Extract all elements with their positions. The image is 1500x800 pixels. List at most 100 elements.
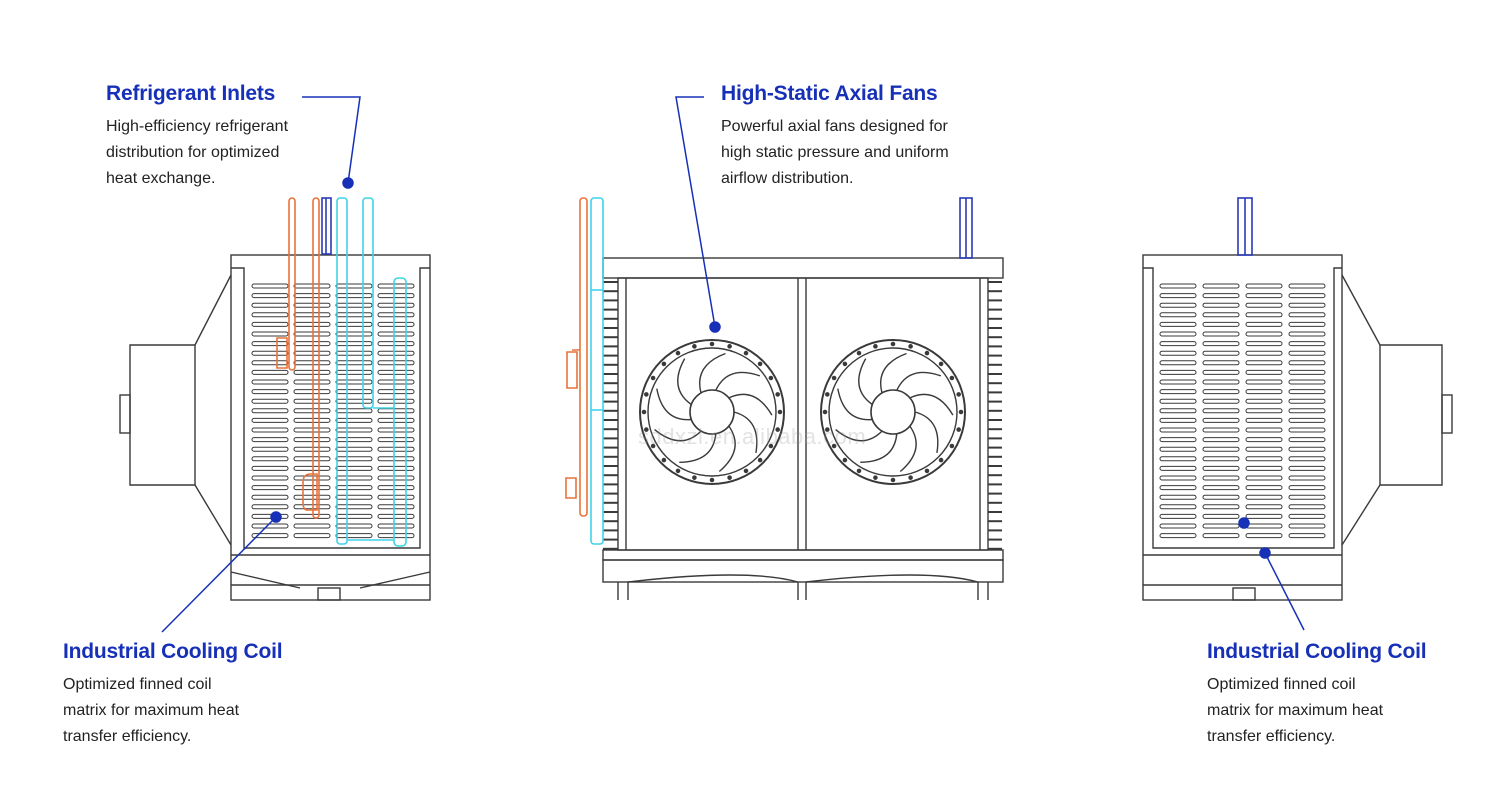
fin-slot	[335, 494, 373, 500]
fan-bolt	[775, 427, 780, 432]
fin-slot	[1159, 437, 1197, 443]
fan-bolt	[675, 468, 681, 474]
right-refrigerant-inlet	[1237, 197, 1253, 256]
fin-slot	[1245, 504, 1283, 510]
fin-slot	[251, 465, 289, 471]
fan-bolt	[956, 427, 961, 432]
fin-slot	[1288, 456, 1326, 462]
fin-slot	[251, 321, 289, 327]
fin-slot	[335, 293, 373, 299]
fin-slot	[1245, 293, 1283, 299]
fin-slot	[335, 389, 373, 395]
right-unit-side-view	[1142, 254, 1453, 601]
fin-slot	[1245, 465, 1283, 471]
fin-slot	[293, 504, 331, 510]
fin-slot	[1202, 437, 1240, 443]
fan-ring-outer	[639, 339, 785, 485]
fin-slot	[1245, 321, 1283, 327]
fin-slot	[1288, 350, 1326, 356]
fin-slot	[377, 494, 415, 500]
fin-slot	[1202, 341, 1240, 347]
fan-blade	[733, 411, 758, 454]
fin-slot	[1202, 408, 1240, 414]
fin-slot	[377, 485, 415, 491]
fin-slot	[293, 475, 331, 481]
fin-slot	[293, 437, 331, 443]
fin-slot	[251, 427, 289, 433]
fin-slot	[293, 293, 331, 299]
fin-slot	[251, 446, 289, 452]
fin-slot	[377, 427, 415, 433]
fan-bolt	[856, 350, 862, 356]
fan-bolt	[842, 457, 848, 463]
fin-slot	[1288, 494, 1326, 500]
fin-slot	[1288, 465, 1326, 471]
fin-slot	[1288, 398, 1326, 404]
fin-slot	[293, 533, 331, 539]
fin-slot	[335, 379, 373, 385]
fin-slot	[251, 437, 289, 443]
fin-slot	[1288, 475, 1326, 481]
fan-bolt	[842, 361, 848, 367]
fin-slot	[1245, 494, 1283, 500]
fan-ring-inner	[647, 347, 777, 477]
fan-blade	[677, 358, 692, 406]
fan-bolt	[938, 361, 944, 367]
fin-slot	[377, 446, 415, 452]
fan-bolt	[777, 409, 783, 415]
fan-bolt	[775, 392, 780, 397]
fin-slot	[1202, 321, 1240, 327]
fin-slot	[293, 331, 331, 337]
fin-slot	[1288, 341, 1326, 347]
fin-slot	[335, 312, 373, 318]
fin-slot	[1288, 293, 1326, 299]
fan-bolt	[709, 477, 715, 483]
fin-slot	[1202, 398, 1240, 404]
fin-slot	[251, 360, 289, 366]
fan-bolt	[938, 457, 944, 463]
fin-slot	[293, 523, 331, 529]
fin-slot	[1288, 360, 1326, 366]
fan-bolt	[831, 443, 837, 449]
fin-slot	[251, 475, 289, 481]
fin-slot	[335, 513, 373, 519]
fan-bolt	[825, 392, 830, 397]
fan-blade	[837, 388, 873, 421]
callout-cooling-coil-right: Industrial Cooling Coil Optimized finned…	[1207, 640, 1467, 750]
fan-bolt	[757, 361, 763, 367]
fin-slot	[251, 485, 289, 491]
fin-slot	[1288, 437, 1326, 443]
fin-slot	[251, 398, 289, 404]
fin-slot	[335, 446, 373, 452]
axial-fan	[820, 339, 966, 485]
fin-slot	[1202, 485, 1240, 491]
fan-ring-inner	[828, 347, 958, 477]
fin-slot	[377, 360, 415, 366]
fin-slot	[377, 533, 415, 539]
fin-slot	[1159, 312, 1197, 318]
fin-slot	[1202, 513, 1240, 519]
fin-slot	[251, 417, 289, 423]
left-unit-side-view	[119, 254, 431, 601]
fin-slot	[335, 341, 373, 347]
fan-bolt	[958, 409, 964, 415]
fin-slot	[335, 331, 373, 337]
fin-slot	[293, 398, 331, 404]
fan-blade	[656, 388, 692, 421]
fin-slot	[1159, 427, 1197, 433]
fan-bolt	[757, 457, 763, 463]
fan-blade	[715, 371, 761, 391]
fin-slot	[335, 504, 373, 510]
fin-slot	[1288, 427, 1326, 433]
fin-slot	[377, 312, 415, 318]
fin-slot	[1202, 312, 1240, 318]
fin-slot	[251, 350, 289, 356]
leader-dot-fans	[709, 321, 721, 333]
fin-slot	[1159, 533, 1197, 539]
fin-slot	[1202, 293, 1240, 299]
fin-slot	[335, 523, 373, 529]
fan-bolt	[743, 468, 749, 474]
fin-slot	[293, 446, 331, 452]
leader-axial-fans	[675, 96, 716, 328]
fan-bolt	[650, 443, 656, 449]
